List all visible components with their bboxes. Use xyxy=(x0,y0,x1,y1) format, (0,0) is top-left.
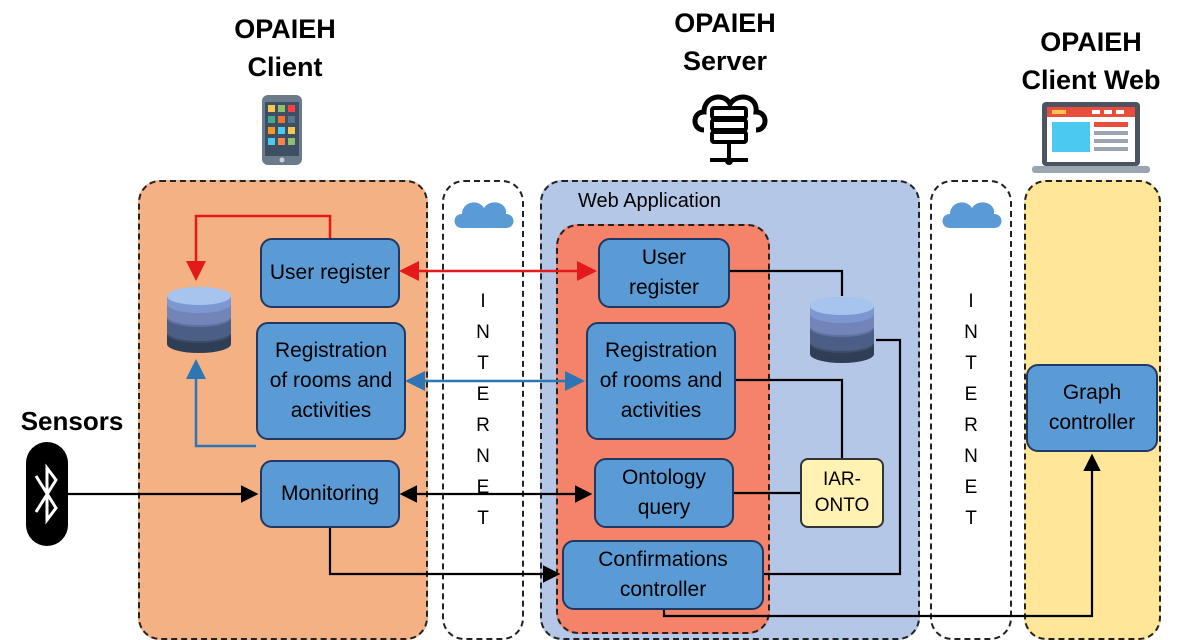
graph-controller-line1: Graph xyxy=(1062,381,1122,404)
client-registration-line1: Registration xyxy=(274,339,388,362)
client-monitoring-label: Monitoring xyxy=(280,482,380,505)
cloud-server-icon xyxy=(692,94,768,165)
web-application-label: Web Application xyxy=(578,190,722,212)
server-database-icon xyxy=(810,297,874,363)
server-title: OPAIEH Server xyxy=(640,4,810,80)
db-confirmations-line xyxy=(764,338,902,576)
graph-controller-line2: controller xyxy=(1048,411,1136,434)
confirmations-line2: controller xyxy=(619,578,707,601)
client-web-title-line1: OPAIEH xyxy=(1040,27,1142,57)
server-registration-line2: of rooms and xyxy=(599,369,723,392)
client-web-title: OPAIEH Client Web xyxy=(1005,23,1177,99)
client-title-line2: Client xyxy=(247,52,323,82)
server-registration-box: Registration of rooms and activities xyxy=(586,322,736,440)
server-title-line1: OPAIEH xyxy=(674,8,776,38)
server-registration-line xyxy=(736,378,844,458)
iar-onto-line2: ONTO xyxy=(814,495,870,516)
server-registration-line1: Registration xyxy=(604,339,718,362)
laptop-icon xyxy=(1032,102,1150,173)
confirmations-line1: Confirmations xyxy=(598,548,728,571)
server-user-register-db-line xyxy=(730,269,844,296)
ontology-query-box: Ontology query xyxy=(594,458,734,528)
iar-onto-line1: IAR- xyxy=(822,469,861,490)
client-registration-line3: activities xyxy=(290,399,372,422)
blue-arrow-client-db xyxy=(186,359,256,448)
bluetooth-icon xyxy=(26,442,68,546)
internet-right-lane xyxy=(930,180,1012,640)
server-registration-line3: activities xyxy=(620,399,702,422)
client-user-register-label: User register xyxy=(269,261,391,284)
client-registration-line2: of rooms and xyxy=(269,369,393,392)
client-web-title-line2: Client Web xyxy=(1021,65,1161,95)
client-database-icon xyxy=(167,287,231,353)
monitoring-confirmations-arrow xyxy=(328,528,561,583)
client-monitoring-box: Monitoring xyxy=(260,460,400,528)
ontology-query-line2: query xyxy=(637,496,691,519)
server-user-register-line1: User xyxy=(641,246,687,269)
iar-onto-box: IAR- ONTO xyxy=(800,458,884,528)
red-arrow-client-db xyxy=(186,214,332,281)
client-title: OPAIEH Client xyxy=(200,10,370,86)
sensors-title: Sensors xyxy=(20,406,124,436)
graph-controller-box: Graph controller xyxy=(1026,364,1158,452)
server-user-register-line2: register xyxy=(628,276,700,299)
server-title-line2: Server xyxy=(682,46,768,76)
cloud-icon xyxy=(942,202,1002,228)
confirmations-controller-box: Confirmations controller xyxy=(562,540,764,610)
smartphone-icon xyxy=(262,95,302,165)
cloud-icon xyxy=(454,202,514,228)
server-user-register-box: User register xyxy=(598,238,730,308)
confirmations-graph-arrow xyxy=(662,453,1101,618)
client-user-register-box: User register xyxy=(260,238,400,308)
ontology-query-line1: Ontology xyxy=(621,466,707,489)
client-title-line1: OPAIEH xyxy=(234,14,336,44)
internet-left-lane xyxy=(442,180,524,640)
